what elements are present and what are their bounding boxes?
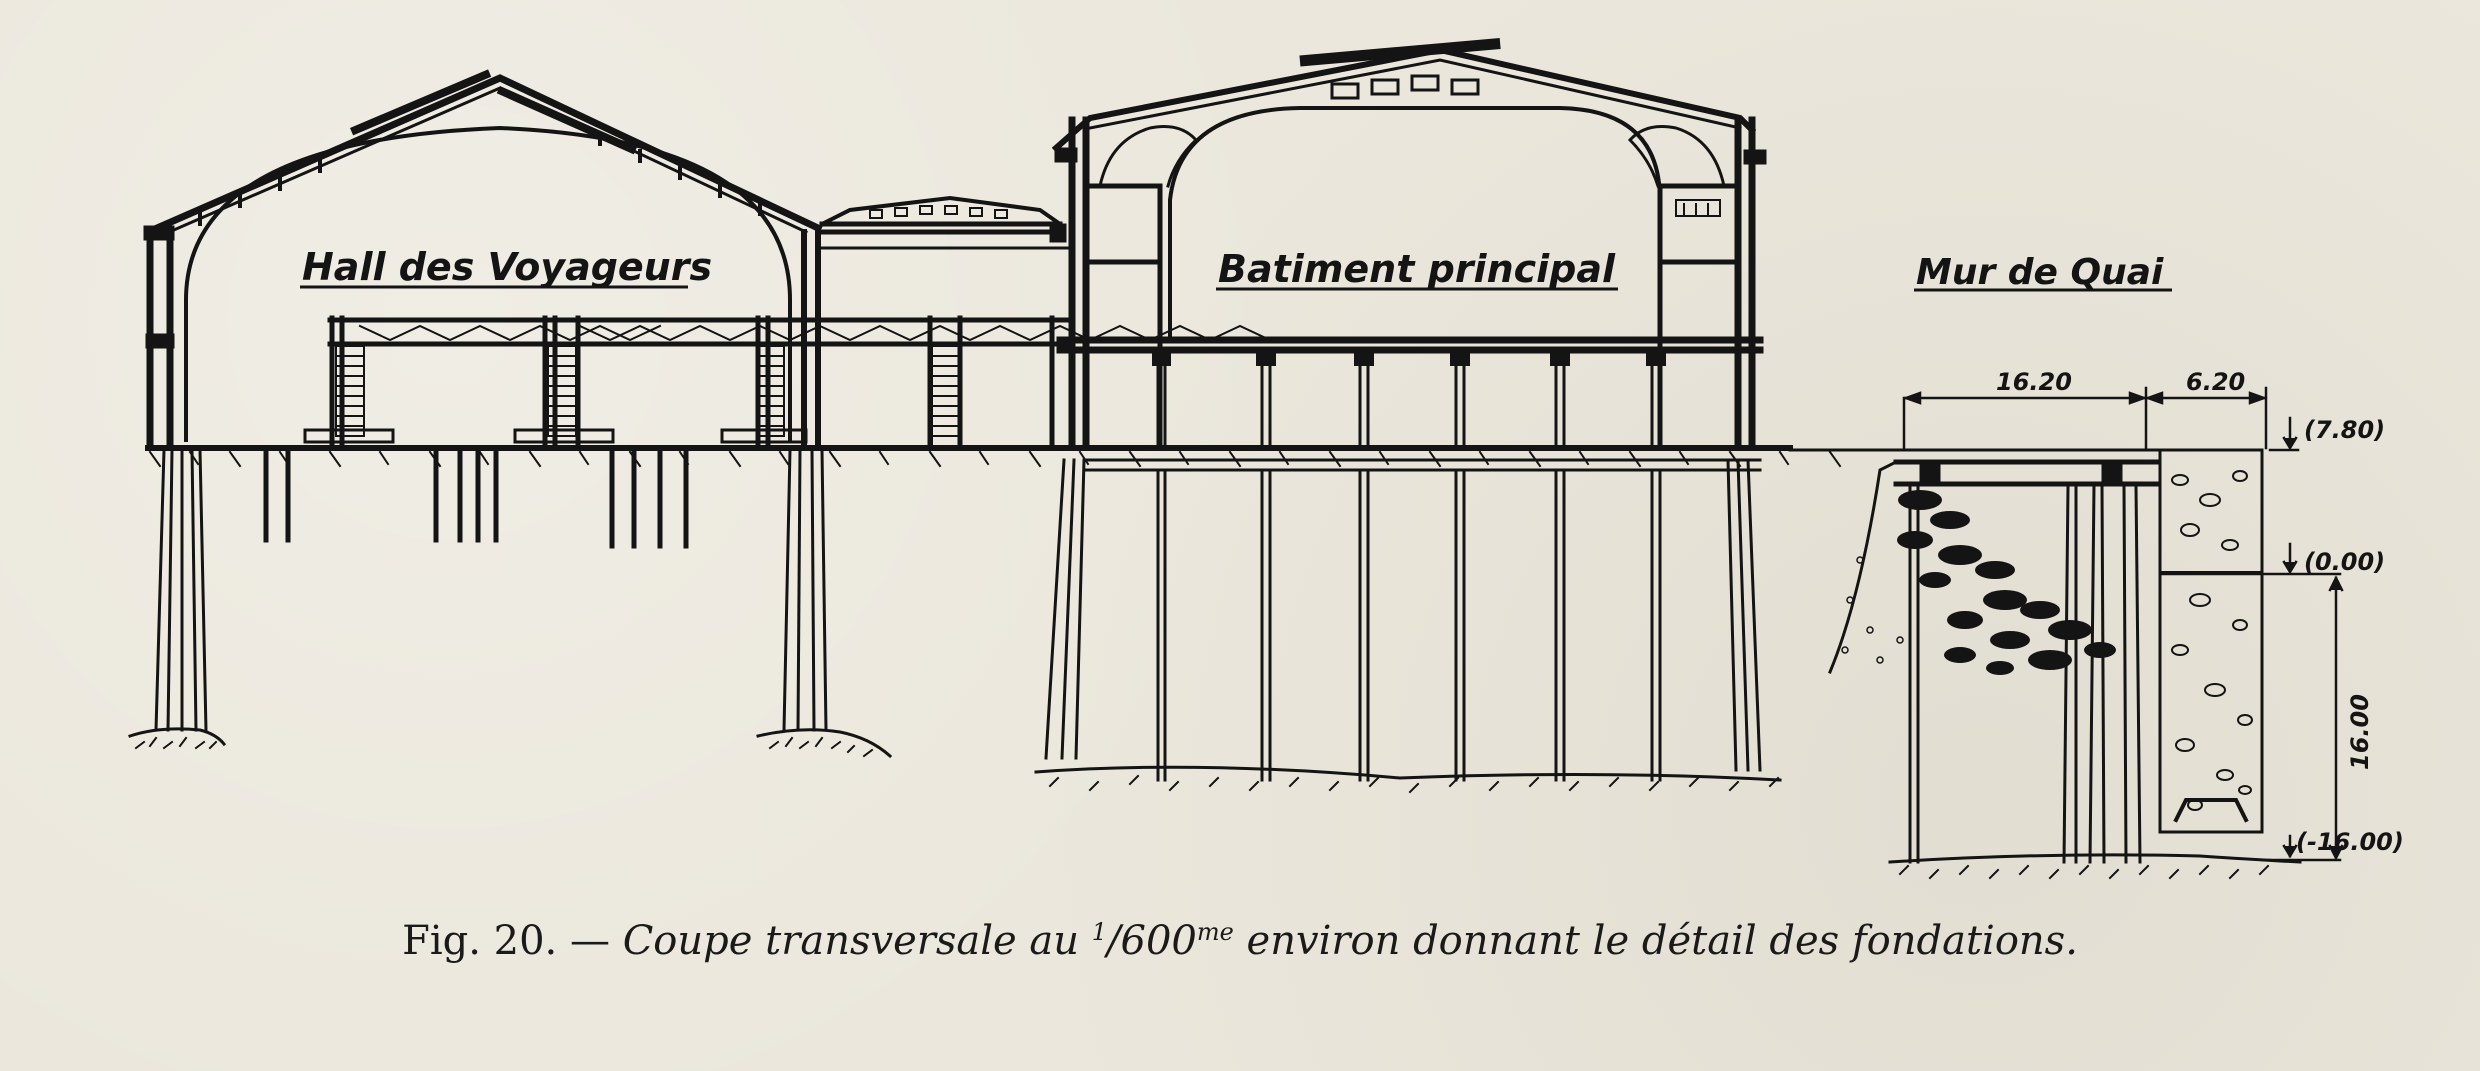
label-mur-de-quai: Mur de Quai xyxy=(1916,252,2164,293)
foundation-piles xyxy=(128,447,1782,794)
caption-scale-num: 1 xyxy=(1091,918,1108,946)
ground-level-line xyxy=(145,445,2262,472)
hall-des-voyageurs-structure xyxy=(143,69,1272,449)
caption-dash: — xyxy=(557,918,623,964)
dimension-lines xyxy=(1902,386,2344,862)
drawing-labels: Hall des Voyageurs Batiment principal Mu… xyxy=(300,245,2172,293)
level-top: (7.80) xyxy=(2304,416,2385,444)
dimension-labels: 16.20 6.20 (7.80) (0.00) 16.00 (-16.00) xyxy=(1996,368,2404,856)
connecting-building-structure xyxy=(819,195,1070,250)
caption-scale-slash: / xyxy=(1107,918,1121,964)
label-hall-des-voyageurs: Hall des Voyageurs xyxy=(302,245,712,289)
label-batiment-principal: Batiment principal xyxy=(1218,247,1616,291)
dim-width-right: 6.20 xyxy=(2186,368,2245,396)
mur-de-quai-structure xyxy=(1828,448,2302,880)
caption-scale-sup: me xyxy=(1196,918,1234,946)
batiment-principal-structure xyxy=(1051,38,1767,449)
level-zero: (0.00) xyxy=(2304,548,2385,576)
dim-height: 16.00 xyxy=(2346,694,2374,770)
caption-text-b: environ donnant le détail des fondations… xyxy=(1233,918,2078,964)
figure-caption: Fig. 20. — Coupe transversale au 1/600me… xyxy=(0,918,2480,964)
caption-text-a: Coupe transversale au xyxy=(622,918,1092,964)
level-bottom: (-16.00) xyxy=(2296,828,2404,856)
dim-width-left: 16.20 xyxy=(1996,368,2072,396)
caption-fig-number: Fig. 20. xyxy=(402,918,558,964)
caption-scale-den: 600 xyxy=(1120,918,1197,964)
